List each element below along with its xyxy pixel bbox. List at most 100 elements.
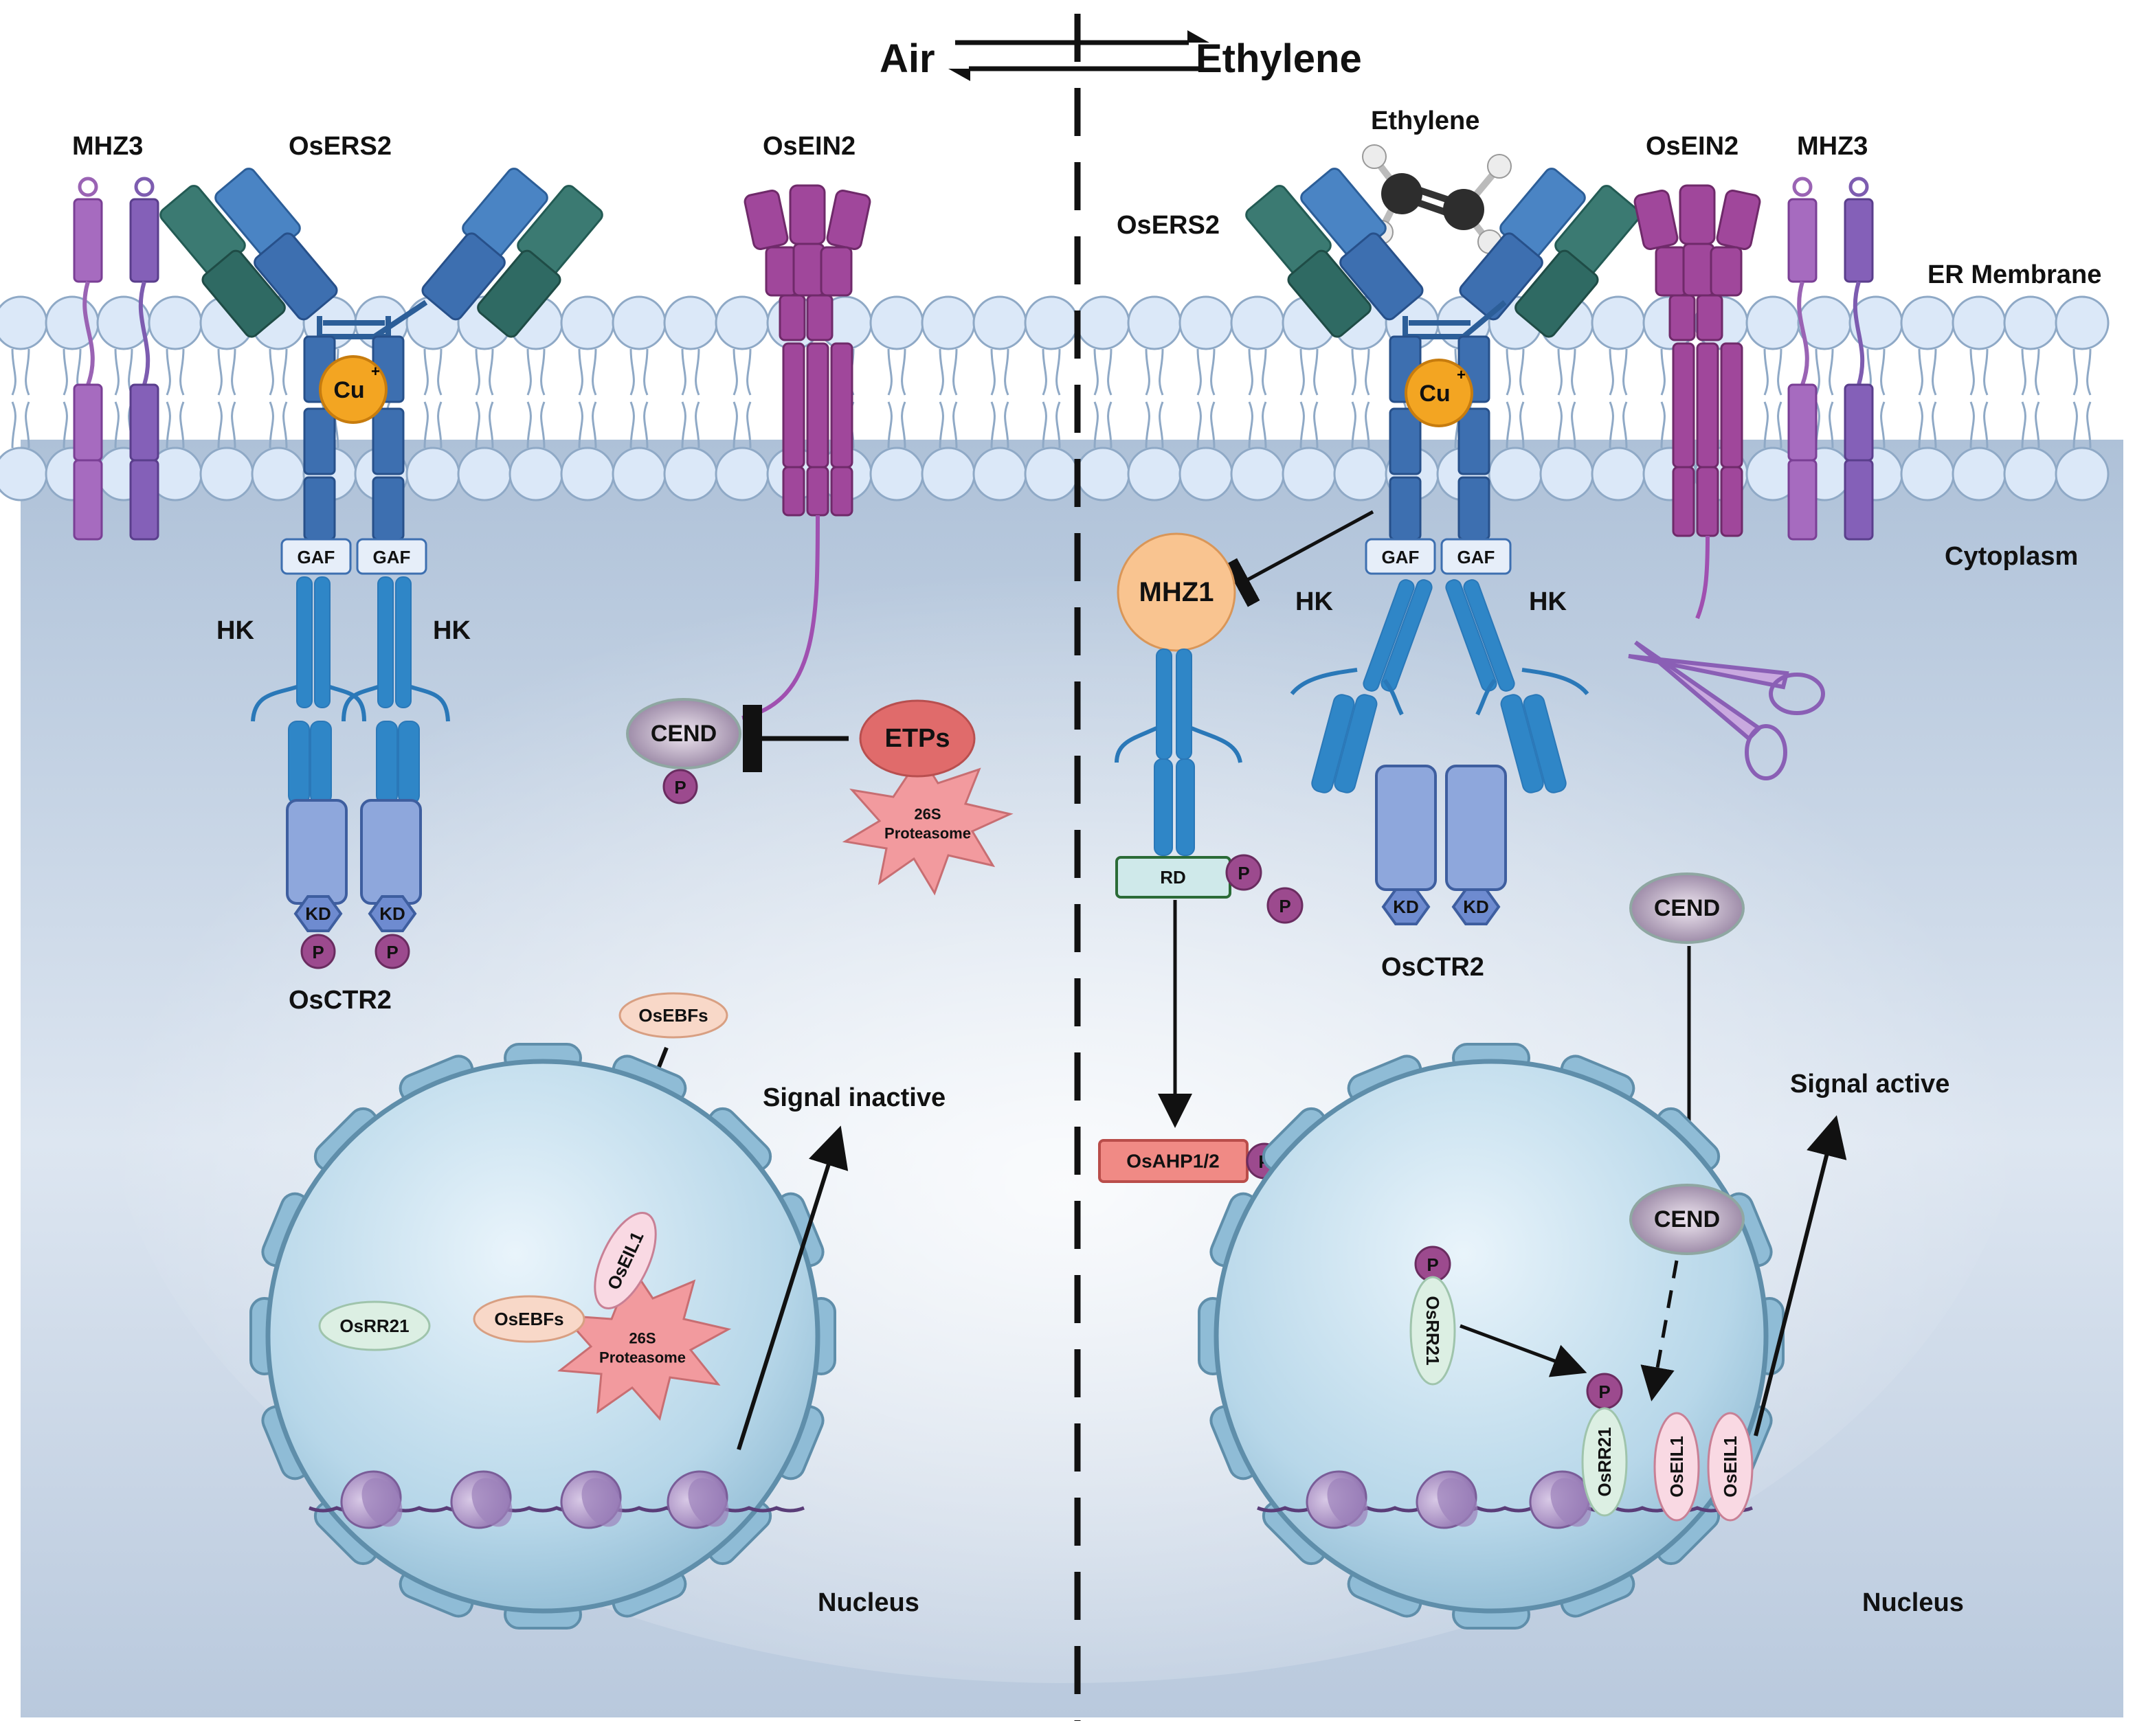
lipid-tail bbox=[217, 401, 223, 449]
lipid-tail bbox=[2021, 401, 2026, 449]
right-rd-domain: RD P P bbox=[1115, 854, 1304, 924]
lipid-head bbox=[1333, 447, 1388, 501]
lipid-tail bbox=[282, 348, 288, 396]
lipid-tail bbox=[1159, 348, 1164, 396]
lipid-tail bbox=[437, 348, 443, 396]
svg-text:P: P bbox=[674, 777, 686, 798]
lipid-tail bbox=[695, 401, 700, 449]
histone-core bbox=[1550, 1478, 1591, 1527]
lipid-head bbox=[715, 295, 770, 350]
lipid-head bbox=[2055, 295, 2110, 350]
svg-text:Proteasome: Proteasome bbox=[884, 825, 971, 842]
lipid-head bbox=[972, 295, 1027, 350]
lipid-tail bbox=[423, 348, 429, 396]
lipid-tail bbox=[990, 348, 996, 396]
lipid-tail bbox=[901, 401, 906, 449]
left-osers2-receptor bbox=[159, 168, 603, 541]
svg-text:P: P bbox=[1427, 1254, 1438, 1275]
lipid-tail bbox=[489, 348, 494, 396]
lipid-tail bbox=[1880, 401, 1886, 449]
right-signal-label: Signal active bbox=[1790, 1070, 1949, 1098]
right-osers2-receptor bbox=[1245, 168, 1641, 541]
lipid-tail bbox=[217, 348, 223, 396]
equilibrium-arrows bbox=[948, 30, 1209, 81]
left-mhz3-label: MHZ3 bbox=[72, 132, 143, 161]
left-hk-label-2: HK bbox=[433, 616, 471, 645]
right-osctr2-label: OsCTR2 bbox=[1381, 953, 1484, 982]
lipid-head bbox=[663, 295, 718, 350]
er-membrane bbox=[0, 295, 2110, 501]
lipid-head bbox=[1952, 295, 2007, 350]
histone-core bbox=[471, 1478, 513, 1527]
lipid-tail bbox=[1609, 348, 1614, 396]
lipid-tail bbox=[1777, 348, 1782, 396]
right-mhz1: MHZ1 bbox=[1117, 532, 1236, 652]
lipid-head bbox=[148, 295, 203, 350]
lipid-head bbox=[1591, 447, 1646, 501]
lipid-head bbox=[612, 447, 667, 501]
left-gaf-domains: GAF GAF bbox=[280, 538, 427, 575]
lipid-head bbox=[715, 447, 770, 501]
lipid-tail bbox=[1557, 348, 1563, 396]
cytoplasm-label: Cytoplasm bbox=[1945, 542, 2078, 571]
lipid-tail bbox=[887, 348, 893, 396]
lipid-tail bbox=[1815, 348, 1820, 396]
lipid-tail bbox=[1918, 401, 1923, 449]
lipid-head bbox=[921, 447, 976, 501]
lipid-tail bbox=[114, 401, 120, 449]
lipid-tail bbox=[166, 401, 171, 449]
left-proteasome-nucleus: 26S Proteasome bbox=[557, 1265, 732, 1421]
right-mhz1-hk-domain bbox=[1115, 649, 1242, 856]
ethylene-molecule bbox=[1362, 144, 1512, 254]
lipid-tail bbox=[2072, 348, 2078, 396]
lipid-head bbox=[1024, 295, 1079, 350]
svg-text:MHZ1: MHZ1 bbox=[1139, 577, 1214, 607]
lipid-tail bbox=[1107, 348, 1113, 396]
lipid-head bbox=[1900, 447, 1955, 501]
lipid-head bbox=[1488, 447, 1543, 501]
lipid-tail bbox=[1829, 401, 1834, 449]
svg-text:P: P bbox=[312, 942, 324, 962]
lipid-tail bbox=[746, 401, 752, 449]
lipid-tail bbox=[1660, 348, 1666, 396]
lipid-head bbox=[1075, 295, 1130, 350]
lipid-tail bbox=[1829, 348, 1834, 396]
histone-core bbox=[1327, 1478, 1368, 1527]
left-osrr21: OsRR21 bbox=[318, 1300, 431, 1351]
lipid-tail bbox=[540, 348, 546, 396]
histone-core bbox=[361, 1478, 403, 1527]
histone-core bbox=[688, 1478, 729, 1527]
lipid-tail bbox=[1004, 348, 1009, 396]
osers2-inhibits-mhz1 bbox=[1225, 510, 1374, 607]
right-gaf-domains: GAF GAF bbox=[1365, 538, 1512, 575]
lipid-tail bbox=[1055, 401, 1061, 449]
lipid-tail bbox=[179, 401, 185, 449]
lipid-head bbox=[251, 447, 306, 501]
lipid-tail bbox=[1351, 348, 1356, 396]
lipid-head bbox=[972, 447, 1027, 501]
lipid-tail bbox=[681, 348, 686, 396]
lipid-tail bbox=[592, 401, 597, 449]
lipid-head bbox=[560, 447, 615, 501]
right-ethylene-label: Ethylene bbox=[1371, 106, 1479, 135]
right-cend-cytoplasm: CEND bbox=[1629, 872, 1745, 944]
svg-text:KD: KD bbox=[305, 903, 331, 924]
svg-text:GAF: GAF bbox=[1382, 547, 1420, 567]
cend-to-oseil1-dashed bbox=[1640, 1260, 1679, 1401]
lipid-tail bbox=[2035, 348, 2040, 396]
lipid-tail bbox=[1262, 348, 1267, 396]
lipid-head bbox=[2003, 447, 2058, 501]
lipid-tail bbox=[2035, 401, 2040, 449]
svg-text:OsRR21: OsRR21 bbox=[1422, 1296, 1443, 1365]
svg-text:26S: 26S bbox=[914, 806, 941, 823]
right-mhz3-protein bbox=[1787, 177, 1874, 541]
lipid-tail bbox=[643, 348, 649, 396]
lipid-head bbox=[1127, 447, 1182, 501]
lipid-tail bbox=[475, 401, 480, 449]
svg-text:OsRR21: OsRR21 bbox=[1594, 1427, 1615, 1496]
lipid-tail bbox=[1004, 401, 1009, 449]
svg-text:CEND: CEND bbox=[1654, 1206, 1720, 1232]
lipid-tail bbox=[269, 348, 274, 396]
lipid-tail bbox=[269, 401, 274, 449]
